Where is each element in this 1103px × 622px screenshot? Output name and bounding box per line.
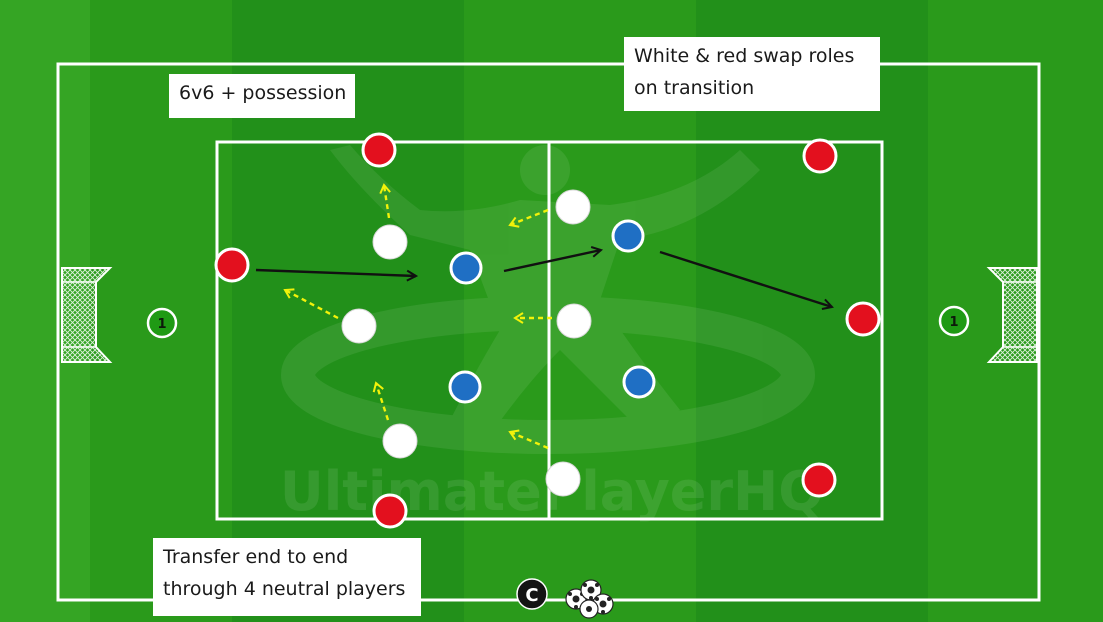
neutral-player <box>622 365 656 399</box>
label-text: 6v6 + possession <box>179 82 347 104</box>
label-6v6-possession: 6v6 + possession <box>169 74 355 118</box>
red-player <box>802 138 838 174</box>
goalkeeper-right: 1 <box>938 305 970 337</box>
red-player <box>801 462 837 498</box>
movement-arrow <box>283 288 339 320</box>
label-swap-roles: White & red swap roles on transition <box>624 37 880 111</box>
white-player <box>341 308 377 344</box>
label-transfer: Transfer end to end through 4 neutral pl… <box>153 538 421 616</box>
white-player <box>382 423 418 459</box>
label-text-line1: Transfer end to end <box>163 546 349 568</box>
logo-c-icon: C <box>516 578 548 610</box>
movement-arrow <box>379 183 391 219</box>
neutral-players <box>448 219 656 404</box>
left-goal-net-icon <box>61 267 113 363</box>
goalkeeper-left: 1 <box>146 307 178 339</box>
white-player <box>372 224 408 260</box>
goalkeeper-right-number: 1 <box>949 315 958 330</box>
neutral-player <box>449 251 483 285</box>
label-text-line1: White & red swap roles <box>634 45 855 67</box>
movement-arrow <box>508 208 549 228</box>
label-text-line2: through 4 neutral players <box>163 578 406 600</box>
pass-arrow <box>255 268 416 276</box>
white-player <box>545 461 581 497</box>
movement-arrow <box>508 429 549 450</box>
pass-arrow <box>503 250 601 273</box>
red-player <box>845 301 881 337</box>
red-player <box>372 493 408 529</box>
goalkeeper-left-number: 1 <box>157 317 166 332</box>
label-text-line2: on transition <box>634 77 755 99</box>
red-player <box>361 132 397 168</box>
pass-arrows <box>255 250 832 307</box>
right-goal-net-icon <box>986 267 1038 363</box>
white-player <box>556 303 592 339</box>
movement-arrow <box>372 381 390 421</box>
red-player <box>214 247 250 283</box>
red-team <box>214 132 881 529</box>
pass-arrow <box>659 250 832 307</box>
neutral-player <box>448 370 482 404</box>
movement-arrows <box>283 183 552 450</box>
white-team <box>341 189 592 497</box>
logo-letter: C <box>525 585 538 606</box>
neutral-player <box>611 219 645 253</box>
soccer-balls-icon <box>565 579 614 619</box>
pitch-outline <box>56 62 1041 602</box>
white-player <box>555 189 591 225</box>
